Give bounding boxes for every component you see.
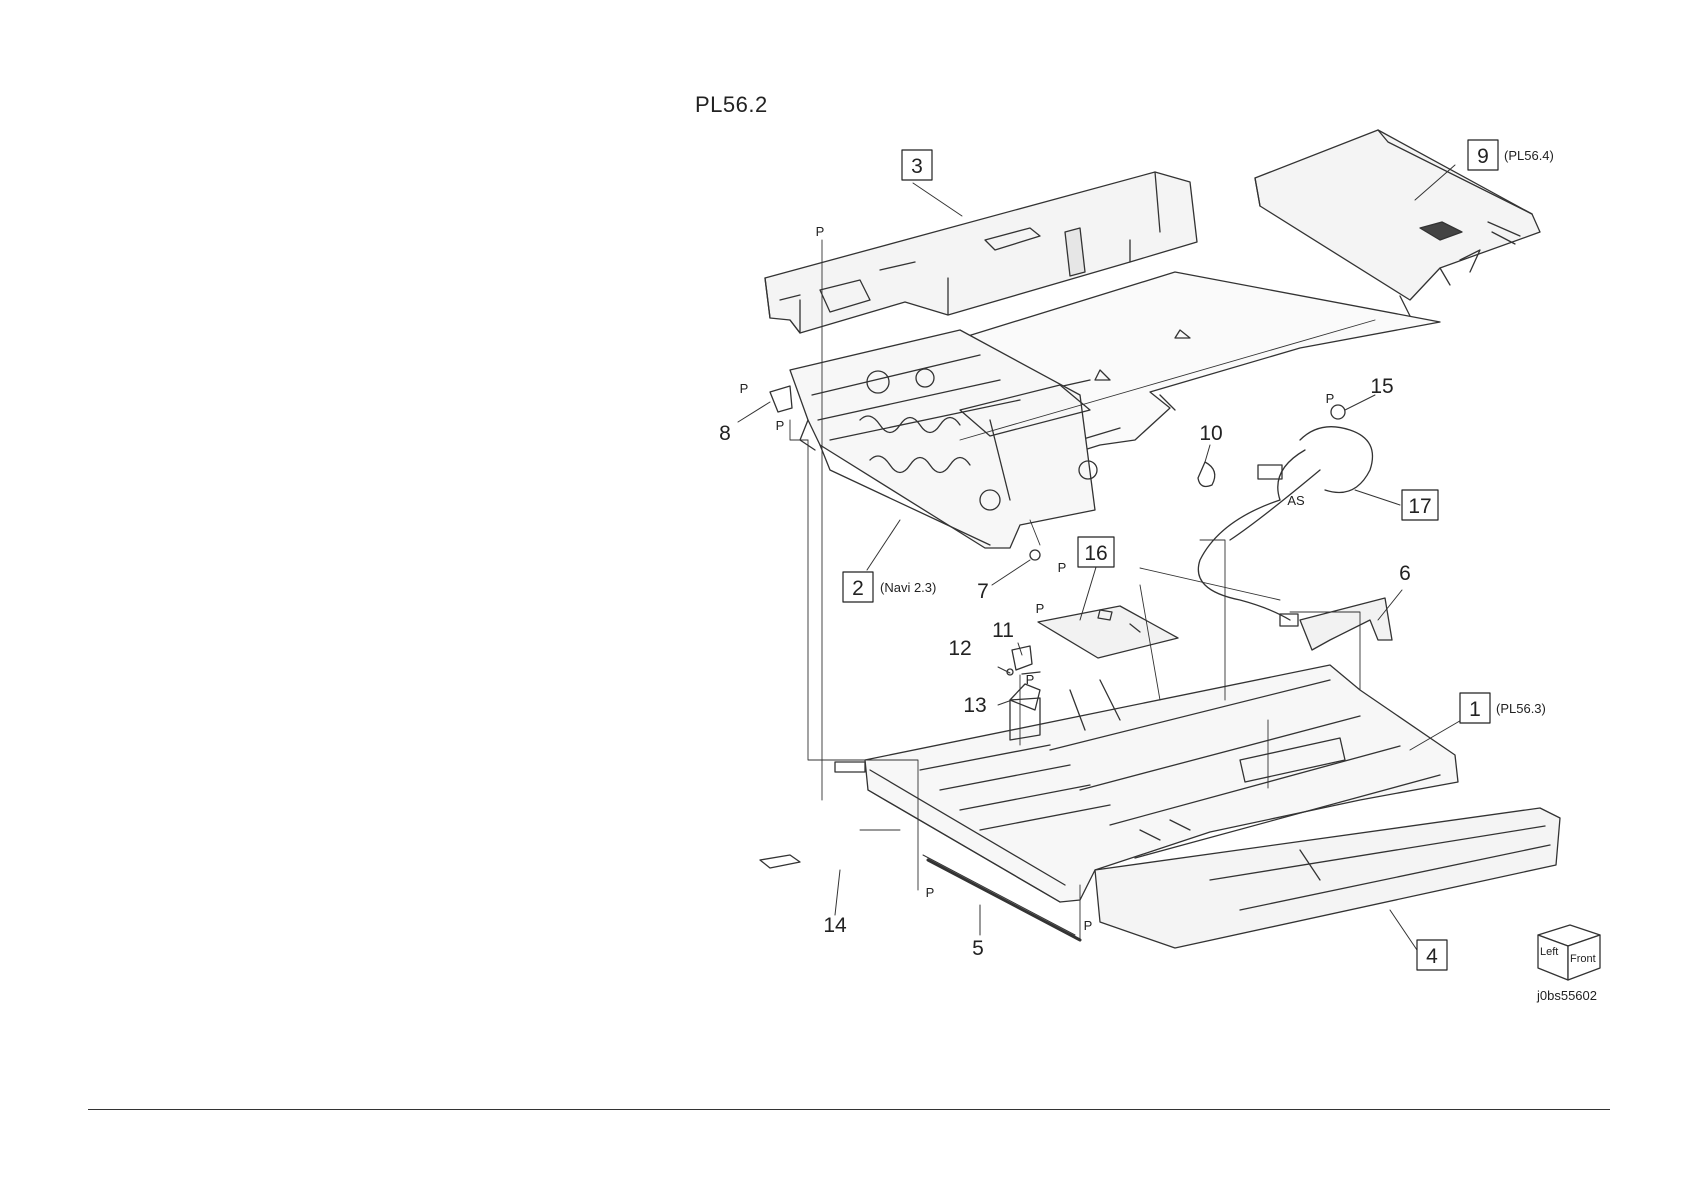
fastener-mark: P xyxy=(1036,601,1045,616)
fastener-mark: P xyxy=(1084,918,1093,933)
fastener-mark: P xyxy=(926,885,935,900)
part-14-label xyxy=(835,762,865,772)
callout-15: 15 xyxy=(1370,375,1393,398)
part-14-pad xyxy=(760,855,800,868)
callout-6: 6 xyxy=(1399,562,1411,585)
callout-11: 11 xyxy=(992,619,1014,642)
part-7-screw xyxy=(1030,550,1040,560)
callout-5: 5 xyxy=(972,937,984,960)
callout-2: 2 xyxy=(852,577,864,600)
footer-rule xyxy=(88,1109,1610,1110)
part-11-bracket xyxy=(1012,646,1040,674)
orientation-cube: Left Front xyxy=(1538,925,1600,980)
callout-1-reference: (PL56.3) xyxy=(1496,701,1546,716)
callout-4: 4 xyxy=(1426,945,1438,968)
callout-3: 3 xyxy=(911,155,923,178)
callout-16: 16 xyxy=(1084,542,1107,565)
callout-10: 10 xyxy=(1199,422,1222,445)
image-code: j0bs55602 xyxy=(1536,988,1597,1003)
harness-mark: AS xyxy=(1287,493,1305,508)
part-16-pwb xyxy=(1038,606,1178,658)
fastener-mark: P xyxy=(1326,391,1335,406)
cube-front-label: Front xyxy=(1570,953,1596,965)
fastener-mark: P xyxy=(816,224,825,239)
part-6-guide xyxy=(1300,598,1392,650)
callout-12: 12 xyxy=(948,637,971,660)
part-13-sensor xyxy=(1010,684,1040,710)
callout-2-reference: (Navi 2.3) xyxy=(880,580,936,595)
fastener-mark: P xyxy=(1026,672,1035,687)
callout-7: 7 xyxy=(977,580,989,603)
callout-8: 8 xyxy=(719,422,731,445)
part-15-clip xyxy=(1331,405,1345,419)
callout-14: 14 xyxy=(823,914,847,937)
callout-1: 1 xyxy=(1469,698,1481,721)
callout-13: 13 xyxy=(963,694,986,717)
part-8-bracket xyxy=(770,386,792,412)
cube-left-label: Left xyxy=(1540,946,1558,958)
part-10-ring xyxy=(1198,462,1215,486)
callout-17: 17 xyxy=(1408,495,1431,518)
fastener-mark: P xyxy=(740,381,749,396)
fastener-mark: P xyxy=(776,418,785,433)
callout-9: 9 xyxy=(1477,145,1489,168)
fastener-mark: P xyxy=(1058,560,1067,575)
part-17-harness xyxy=(1198,427,1372,626)
callout-9-reference: (PL56.4) xyxy=(1504,148,1554,163)
